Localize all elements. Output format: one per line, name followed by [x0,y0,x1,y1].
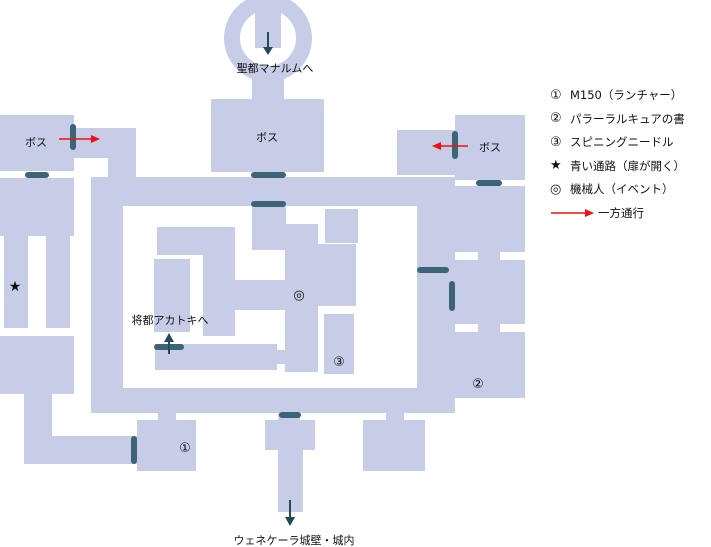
room-2 [455,332,525,398]
left-corridor-a [4,236,28,328]
red-arrow-right-icon [59,135,100,143]
bottom-right-room [363,420,425,471]
inner-west-room [154,259,190,332]
marker-2[interactable]: ② [472,377,484,392]
legend-mark: ① [550,87,562,103]
inner-horizontal-link [203,280,286,310]
legend: ① M150（ランチャー） ② パラーラルキュアの書 ③ スピニングニードル ★… [550,86,710,228]
legend-mark: ◎ [550,181,562,197]
door[interactable] [417,267,449,273]
right-room-2 [455,260,525,324]
bottom-right-connector [386,410,404,422]
left-boss-drop [108,128,136,188]
right-connector-1 [478,250,500,262]
boss-room-left [0,115,74,171]
arrow-up-icon [164,333,174,354]
inner-central-column [285,224,318,372]
inner-left-stub [203,308,235,336]
floor-layer [0,0,525,512]
boss-label-left: ボス [25,136,47,149]
red-arrow-icon [551,208,594,217]
door[interactable] [476,180,502,186]
marker-3[interactable]: ③ [333,355,345,370]
arrow-down-icon [285,500,295,526]
inner-top-right-room [325,209,358,243]
legend-item: ② パラーラルキュアの書 [550,110,710,128]
marker-star[interactable]: ★ [9,279,22,295]
door[interactable] [251,172,286,178]
left-room-upper [0,178,74,236]
boss-label-right: ボス [479,141,501,154]
boss-label-center: ボス [256,131,278,144]
south-room [265,420,315,450]
legend-text: 青い通路（扉が開く） [570,158,685,173]
door[interactable] [279,412,301,418]
legend-mark: ③ [550,134,562,150]
legend-text: 一方通行 [598,205,644,220]
right-room-1 [455,186,525,252]
room-1-connector [158,410,176,422]
south-exit-label[interactable]: ウェネケーラ城壁・城内 [234,533,355,547]
left-room-lower [0,336,74,394]
marker-1[interactable]: ① [179,441,191,456]
legend-text: パラーラルキュアの書 [570,111,685,126]
west-exit-label[interactable]: 将都アカトキへ [132,314,209,327]
legend-item: ③ スピニングニードル [550,133,710,151]
one-way-arrows [59,135,468,150]
north-exit-label[interactable]: 聖都マナルムへ [237,62,314,75]
arrow-down-icon [263,32,273,55]
door[interactable] [251,201,286,207]
boss-room-center [211,99,324,172]
north-corridor [252,72,284,100]
room-3 [324,314,354,374]
red-arrow-left-icon [432,142,468,150]
legend-item: ★ 青い通路（扉が開く） [550,157,710,175]
left-corridor-b [46,236,70,328]
door[interactable] [449,281,455,311]
legend-text: 機械人（イベント） [570,182,674,197]
left-bottom-corridor [24,436,138,464]
inner-bottom-link [277,350,287,364]
door[interactable] [131,436,137,464]
legend-item: ① M150（ランチャー） [550,86,710,104]
door[interactable] [70,124,76,150]
door[interactable] [25,172,49,178]
legend-item-one-way: 一方通行 [550,204,710,222]
right-boss-connector [397,130,457,175]
main-ring-corridor [91,177,455,413]
map-labels: 聖都マナルムへ ウェネケーラ城壁・城内 将都アカトキへ ボス ボス ボス ① ②… [9,62,501,547]
exit-arrows [164,32,295,526]
right-connector-2 [478,322,500,334]
legend-mark: ★ [550,158,562,174]
inner-north-corridor [252,206,286,250]
room-1 [137,420,196,471]
legend-item: ◎ 機械人（イベント） [550,180,710,198]
boss-room-right [455,115,525,180]
legend-text: M150（ランチャー） [570,88,683,102]
legend-mark: ② [550,111,562,127]
marker-robot[interactable]: ◎ [293,288,304,303]
legend-text: スピニングニードル [570,135,674,150]
inner-right-block [318,244,356,306]
door[interactable] [452,131,458,159]
